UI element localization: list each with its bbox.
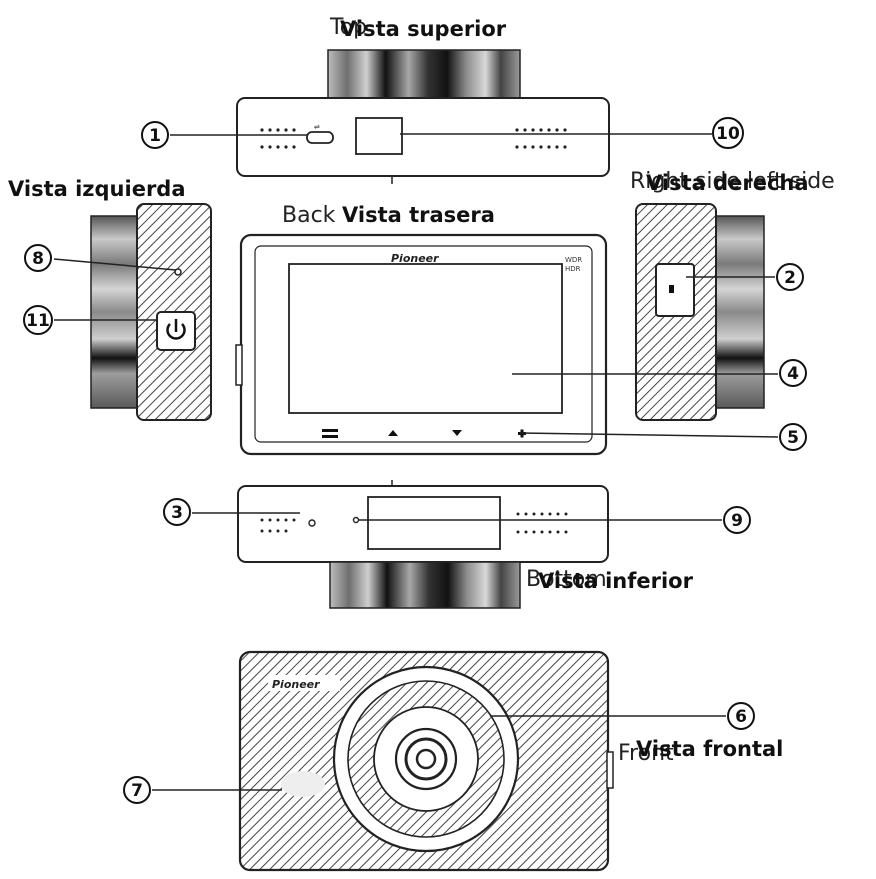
bottom-mount xyxy=(329,561,521,609)
callout-7: 7 xyxy=(123,776,151,804)
svg-text:8: 8 xyxy=(32,249,44,269)
bottom-vent-left xyxy=(260,518,296,533)
gps-mount-slot xyxy=(355,117,403,155)
front-speaker-vent xyxy=(281,771,325,797)
left-mount xyxy=(90,215,140,409)
left-view: Vista izquierda xyxy=(8,177,212,421)
front-view-overlay-label: Front xyxy=(618,741,674,766)
bottom-view-overlay-label: Bottom xyxy=(526,567,607,592)
bottom-label-plate xyxy=(367,496,501,550)
usb-port xyxy=(306,131,334,144)
callout-leaders xyxy=(53,133,779,791)
back-view-overlay-label: Back xyxy=(282,203,336,228)
front-view: Pioneer Front Vista frontal xyxy=(238,650,783,872)
right-view-label: Vista derecha xyxy=(646,171,809,195)
top-view: Top Vista superior ⇌ xyxy=(236,15,610,184)
sd-card-icon xyxy=(669,285,674,293)
svg-text:2: 2 xyxy=(784,268,796,288)
right-view-overlay-label: Right side left side xyxy=(630,169,835,194)
badge-wdr: WDR xyxy=(565,256,582,264)
svg-text:3: 3 xyxy=(171,503,183,523)
sd-card-slot xyxy=(655,263,695,317)
callout-8: 8 xyxy=(24,244,52,272)
callout-11: 11 xyxy=(23,305,53,335)
top-speaker-right xyxy=(515,128,567,149)
back-view-label: Vista trasera xyxy=(342,203,495,227)
down-icon xyxy=(452,430,462,436)
svg-text:7: 7 xyxy=(131,781,143,801)
callout-1: 1 xyxy=(141,121,169,149)
callout-9: 9 xyxy=(723,506,751,534)
svg-text:1: 1 xyxy=(149,126,161,146)
svg-text:10: 10 xyxy=(716,124,740,144)
svg-text:5: 5 xyxy=(787,428,799,448)
top-mount xyxy=(327,49,521,101)
callout-2: 2 xyxy=(776,263,804,291)
front-brand-bg xyxy=(268,675,340,691)
power-icon xyxy=(166,319,186,340)
top-view-overlay-label: Top xyxy=(329,15,367,40)
svg-text:6: 6 xyxy=(735,707,747,727)
callout-5: 5 xyxy=(779,423,807,451)
microphone xyxy=(352,516,360,524)
menu-icon xyxy=(322,429,338,438)
back-brand-logo: Pioneer xyxy=(391,252,439,265)
usb-icon: ⇌ xyxy=(314,123,320,131)
side-port xyxy=(235,344,243,386)
badge-hdr: HDR xyxy=(565,265,581,273)
front-side-port xyxy=(606,751,614,789)
back-view: Back Vista trasera Pioneer WDR HDR xyxy=(235,203,608,456)
reset-button xyxy=(308,519,316,527)
svg-text:11: 11 xyxy=(26,311,50,331)
front-view-label: Vista frontal xyxy=(636,737,783,761)
lcd-screen xyxy=(288,263,563,414)
status-led xyxy=(174,268,182,276)
right-view: Right side left side Vista derecha xyxy=(630,169,835,421)
up-icon xyxy=(388,430,398,436)
left-view-label: Vista izquierda xyxy=(8,177,186,201)
callout-6: 6 xyxy=(727,702,755,730)
lens-glass-icon xyxy=(415,748,437,770)
top-body xyxy=(236,97,610,177)
bottom-view: Bottom Vista inferior xyxy=(237,480,694,609)
top-view-label: Vista superior xyxy=(340,17,507,41)
bottom-view-label: Vista inferior xyxy=(538,569,694,593)
top-speaker-left xyxy=(260,128,296,149)
svg-text:4: 4 xyxy=(787,364,799,384)
right-mount xyxy=(715,215,765,409)
callout-10: 10 xyxy=(712,117,744,149)
svg-text:9: 9 xyxy=(731,511,743,531)
bottom-vent-right xyxy=(516,512,568,534)
front-brand-logo: Pioneer xyxy=(272,678,320,691)
callout-4: 4 xyxy=(779,359,807,387)
callout-3: 3 xyxy=(163,498,191,526)
